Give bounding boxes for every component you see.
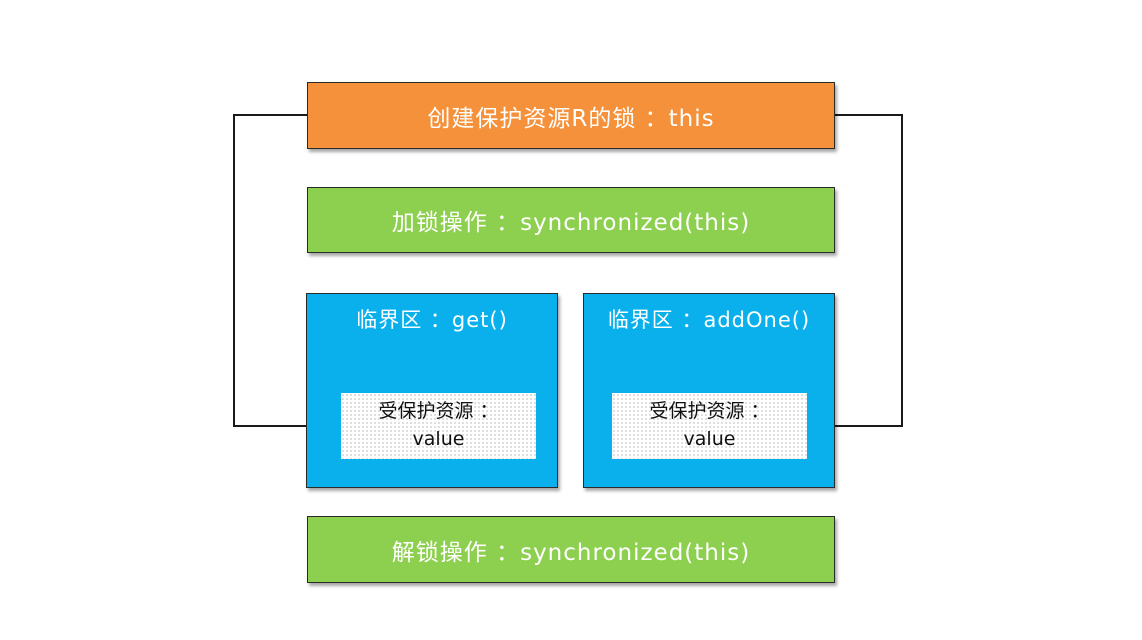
protected-resource-get-label: 受保护资源 ： xyxy=(378,400,499,422)
protected-resource-get-value: value xyxy=(412,428,465,450)
critical-section-addone: 临界区 ：addOne() 受保护资源 ： value xyxy=(583,293,835,488)
unlock-operation-label: 解锁操作 ：synchronized(this) xyxy=(391,539,751,566)
unlock-operation-box: 解锁操作 ：synchronized(this) xyxy=(307,516,835,583)
protected-resource-addone-label: 受保护资源 ： xyxy=(649,400,770,422)
critical-section-get: 临界区 ：get() 受保护资源 ： value xyxy=(306,293,558,488)
protected-resource-get: 受保护资源 ： value xyxy=(341,393,536,459)
protected-resource-addone-value: value xyxy=(683,428,736,450)
critical-section-get-title: 临界区 ：get() xyxy=(356,308,508,332)
create-lock-label: 创建保护资源R的锁 ：this xyxy=(427,105,715,132)
right-lock-connector xyxy=(806,114,903,430)
lock-operation-label: 加锁操作 ：synchronized(this) xyxy=(391,210,751,236)
left-lock-connector xyxy=(233,114,342,430)
lock-operation-box: 加锁操作 ：synchronized(this) xyxy=(307,187,835,253)
create-lock-box: 创建保护资源R的锁 ：this xyxy=(307,82,835,149)
critical-section-addone-title: 临界区 ：addOne() xyxy=(607,308,811,332)
protected-resource-addone: 受保护资源 ： value xyxy=(612,393,807,459)
